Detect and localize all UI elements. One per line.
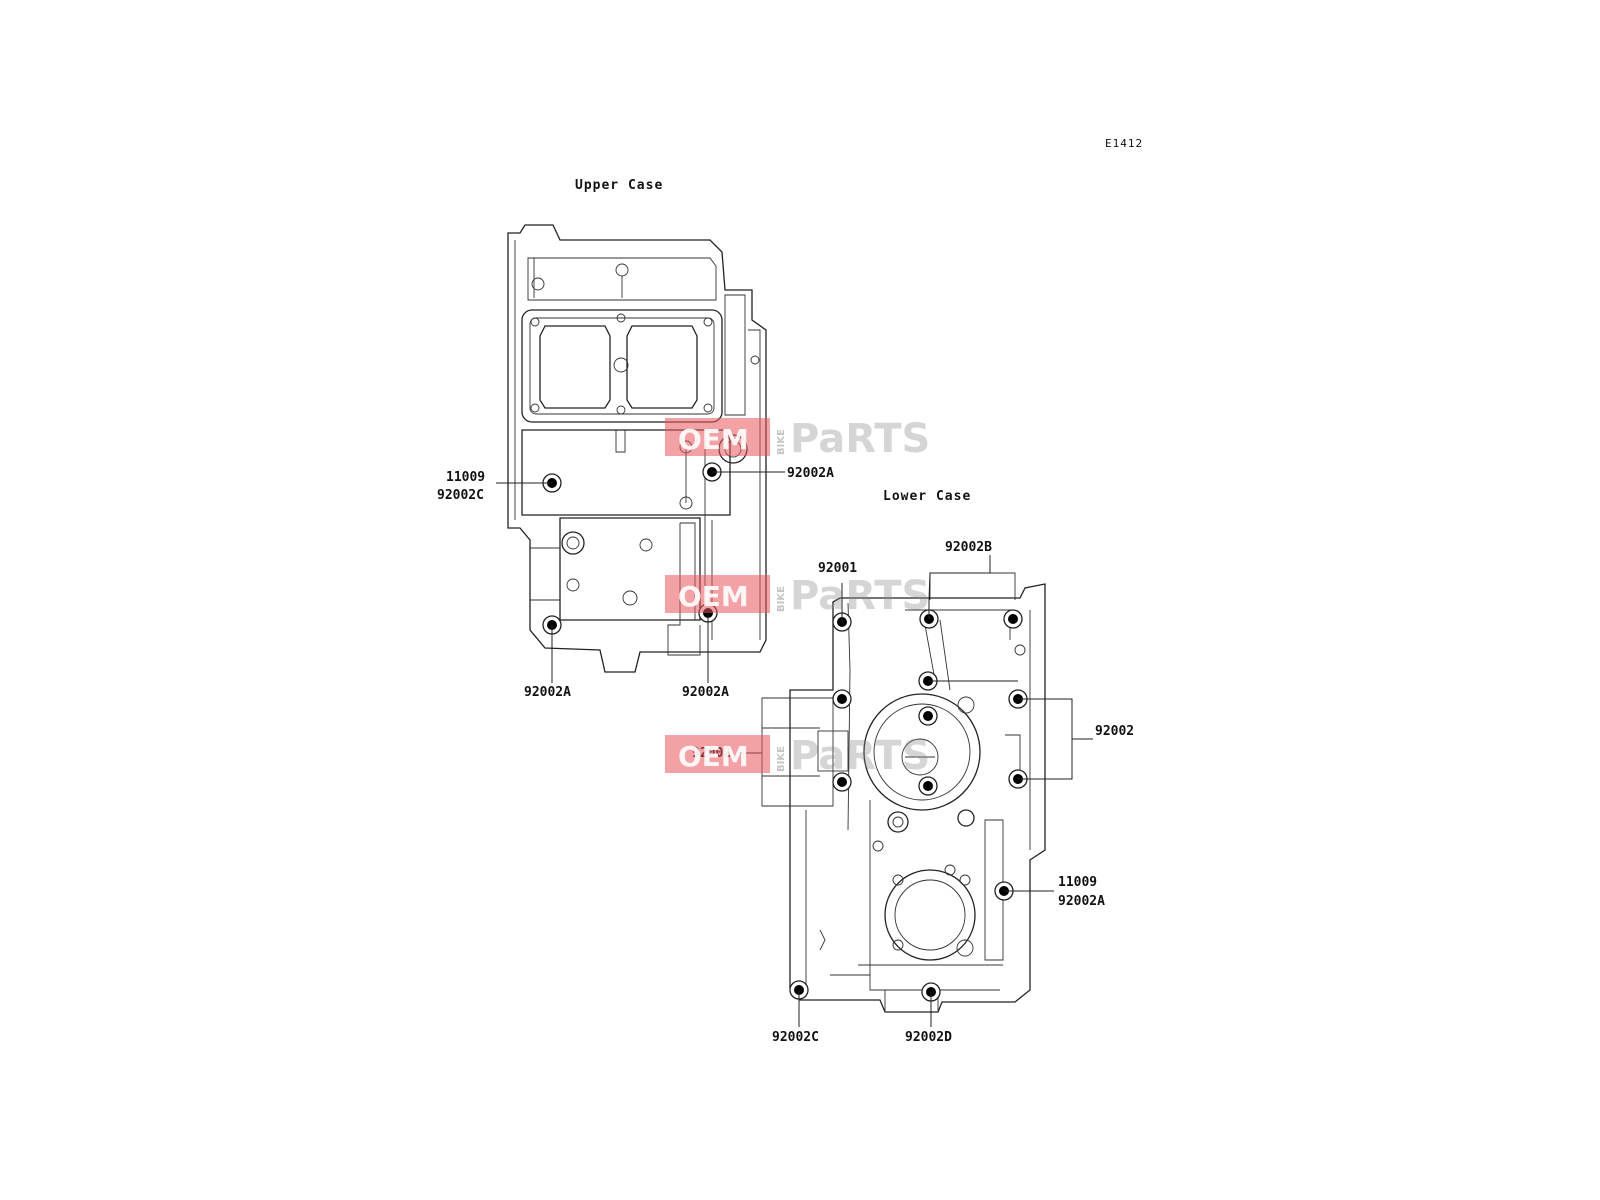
svg-text:PaRTS: PaRTS (790, 573, 930, 619)
diagram-code: E1412 (1105, 137, 1143, 150)
svg-text:BIKE: BIKE (776, 586, 787, 612)
upper-label-92002c: 92002C (437, 488, 484, 503)
upper-label-11009: 11009 (446, 470, 485, 485)
svg-text:BIKE: BIKE (776, 746, 787, 772)
svg-text:OEM: OEM (678, 580, 749, 613)
lower-label-92002d: 92002D (905, 1030, 952, 1045)
upper-label-92002a-bottom-left: 92002A (524, 685, 571, 700)
lower-bolt-92002-left-upper[interactable] (832, 689, 852, 709)
upper-label-92002a-right: 92002A (787, 466, 834, 481)
lower-label-92002b: 92002B (945, 540, 992, 555)
svg-text:OEM: OEM (678, 740, 749, 773)
lower-bolt-top-right[interactable] (1003, 609, 1023, 629)
svg-text:OEM: OEM (678, 423, 749, 456)
lower-label-92002a: 92002A (1058, 894, 1105, 909)
lower-label-92001: 92001 (818, 561, 857, 576)
watermark-1: OEM BIKE PaRTS (665, 416, 930, 462)
svg-text:PaRTS: PaRTS (790, 733, 930, 779)
watermark-3: OEM BIKE PaRTS (665, 733, 930, 779)
lower-case-drawing (761, 572, 1046, 1013)
svg-text:BIKE: BIKE (776, 429, 787, 455)
lower-label-92002-right: 92002 (1095, 724, 1134, 739)
lower-bolt-92002-center-mid[interactable] (918, 706, 938, 726)
upper-case-title: Upper Case (575, 178, 663, 193)
svg-text:PaRTS: PaRTS (790, 416, 930, 462)
lower-label-92002c: 92002C (772, 1030, 819, 1045)
lower-label-11009: 11009 (1058, 875, 1097, 890)
lower-bolt-92002-center-low[interactable] (918, 776, 938, 796)
lower-case-title: Lower Case (883, 489, 971, 504)
lower-bolt-92002-left-lower[interactable] (832, 772, 852, 792)
watermark-2: OEM BIKE PaRTS (665, 573, 930, 619)
upper-label-92002a-bottom-right: 92002A (682, 685, 729, 700)
